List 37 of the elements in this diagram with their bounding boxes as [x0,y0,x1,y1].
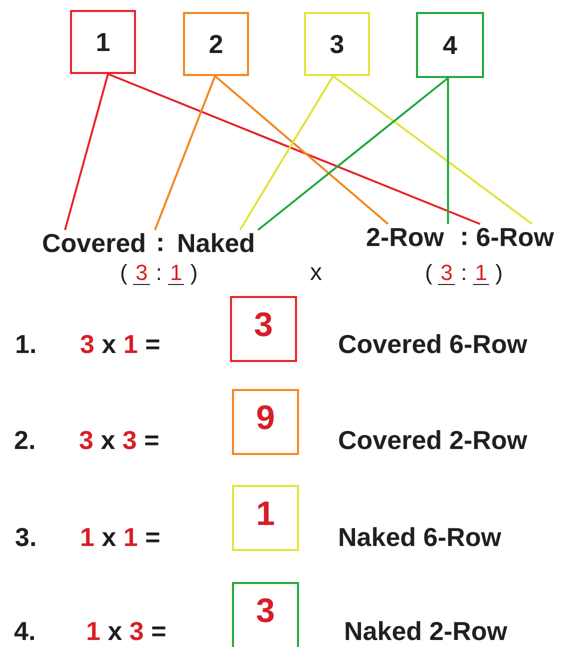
row-number: 2. [14,426,36,456]
number-box: 2 [183,12,249,76]
colon-separator: : [156,228,165,258]
connector-line [64,74,109,230]
connector-line [154,76,216,230]
answer-box: 3 [232,582,299,647]
equation-text: 3 x 3 = [79,426,160,456]
trait-label: 2-Row [366,222,444,252]
genotype-label: Naked 6-Row [338,523,502,553]
row-number: 3. [15,523,37,553]
trait-label: Naked [177,228,256,258]
number-box: 1 [70,10,136,74]
number-box: 4 [416,12,484,78]
genotype-label: Naked 2-Row [344,617,508,647]
equation-text: 1 x 3 = [86,617,166,647]
connector-line [108,73,480,225]
ratio-text: ( 3 : 1 ) [120,260,198,286]
colon-separator: : [460,222,469,252]
equation-text: 3 x 1 = [80,330,160,360]
connector-line [257,77,449,231]
connector-line [214,75,389,225]
number-box: 3 [304,12,370,76]
answer-box: 3 [230,296,297,362]
answer-box: 1 [232,485,299,551]
row-number: 1. [15,330,37,360]
multiply-sign: x [310,259,322,287]
connector-line [447,78,449,224]
connector-line [239,75,334,231]
equation-text: 1 x 1 = [80,523,160,553]
ratio-text: ( 3 : 1 ) [425,260,503,286]
connector-line [332,75,533,225]
genotype-label: Covered 6-Row [338,330,528,360]
trait-label: 6-Row [476,222,554,252]
trait-label: Covered [42,228,146,258]
genotype-label: Covered 2-Row [338,426,528,456]
row-number: 4. [14,617,36,647]
answer-box: 9 [232,389,299,455]
